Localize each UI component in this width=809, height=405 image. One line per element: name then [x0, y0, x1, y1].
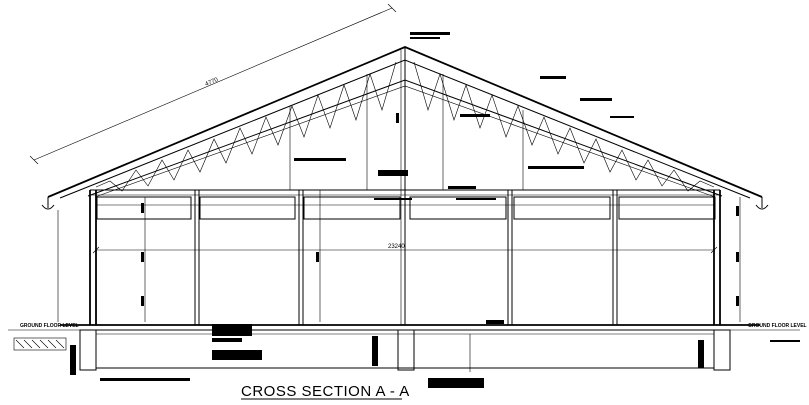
rafter-length-label: 4770 — [204, 77, 219, 88]
rafter-dimension: 4770 — [29, 3, 397, 165]
floor-slab: GROUND FLOOR LEVEL GROUND FLOOR LEVEL — [8, 323, 807, 375]
height-dimensions — [57, 113, 741, 322]
ground-floor-level-left: GROUND FLOOR LEVEL — [20, 323, 79, 329]
ground-floor-level-right: GROUND FLOOR LEVEL — [748, 323, 807, 329]
annotation-notes — [100, 32, 800, 388]
roof-truss — [41, 46, 769, 325]
overall-span-label: 23240 — [388, 244, 405, 250]
drawing-title: CROSS SECTION A - A — [241, 383, 410, 400]
wall-frame: 23240 — [89, 189, 721, 325]
